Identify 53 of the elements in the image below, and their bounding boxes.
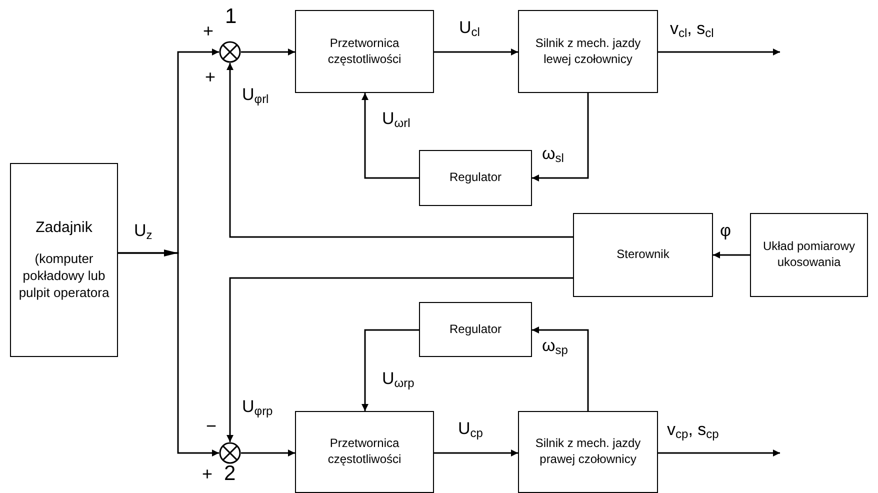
- converter-box: [295, 10, 434, 93]
- block-label: Silnik z mech. jazdy lewej czołownicy: [534, 36, 642, 68]
- block-label: Układ pomiarowy ukosowania: [762, 239, 856, 271]
- sign-label: +: [202, 465, 213, 483]
- block-label: (komputer pokładowy lub pulpit operatora: [18, 251, 110, 302]
- arrow: [362, 329, 419, 411]
- signal-label: ω$_{sp}$: [542, 337, 568, 356]
- arrow: [226, 63, 573, 238]
- signal-label: U$_{φrl}$: [242, 86, 269, 105]
- arrow: [658, 450, 780, 456]
- signal-label: U$_{φrp}$: [242, 398, 273, 417]
- arrow: [241, 450, 295, 456]
- block-label: Sterownik: [616, 247, 670, 263]
- regulator-box: [419, 302, 532, 357]
- signal-label: v$_{cp}$, s$_{cp}$: [667, 421, 719, 440]
- arrow: [434, 450, 518, 456]
- motor-box: [518, 411, 658, 493]
- converter-box: [295, 411, 434, 493]
- arrow: [226, 277, 573, 442]
- arrow: [362, 93, 419, 179]
- block-label: Przetwornica częstotliwości: [326, 436, 402, 468]
- arrow: [241, 48, 295, 56]
- arrow: [658, 48, 780, 56]
- summing-junction: [219, 442, 241, 464]
- arrow: [532, 326, 589, 411]
- signal-label: ω$_{sl}$: [542, 145, 564, 164]
- sign-label: +: [205, 68, 216, 86]
- block-label: Regulator: [448, 322, 503, 338]
- arrow: [118, 252, 219, 456]
- block-label: Silnik z mech. jazdy prawej czołownicy: [534, 436, 642, 468]
- signal-label: U$_{cp}$: [458, 420, 483, 439]
- signal-label: U$_{ωrl}$: [382, 110, 410, 129]
- arrow: [434, 48, 518, 56]
- signal-label: U$_{z}$: [134, 222, 152, 241]
- input-box: [10, 163, 118, 357]
- junction-number: 2: [224, 463, 236, 484]
- arrow: [713, 252, 750, 258]
- signal-label: U$_{cl}$: [459, 19, 480, 38]
- junction-number: 1: [225, 6, 237, 27]
- sign-label: +: [203, 22, 214, 40]
- signal-label: v$_{cl}$, s$_{cl}$: [670, 20, 714, 39]
- signal-label: φ: [720, 222, 732, 239]
- block-label: Regulator: [448, 170, 503, 186]
- sign-label: −: [206, 417, 217, 435]
- regulator-box: [419, 150, 532, 206]
- summing-junction: [219, 41, 241, 63]
- controller-box: [573, 213, 713, 297]
- block-label: Przetwornica częstotliwości: [326, 36, 402, 68]
- block-title: Zadajnik: [34, 218, 94, 238]
- signal-label: U$_{ωrp}$: [382, 370, 414, 389]
- motor-box: [518, 10, 658, 93]
- arrow: [532, 93, 589, 182]
- measurement-box: [750, 213, 868, 297]
